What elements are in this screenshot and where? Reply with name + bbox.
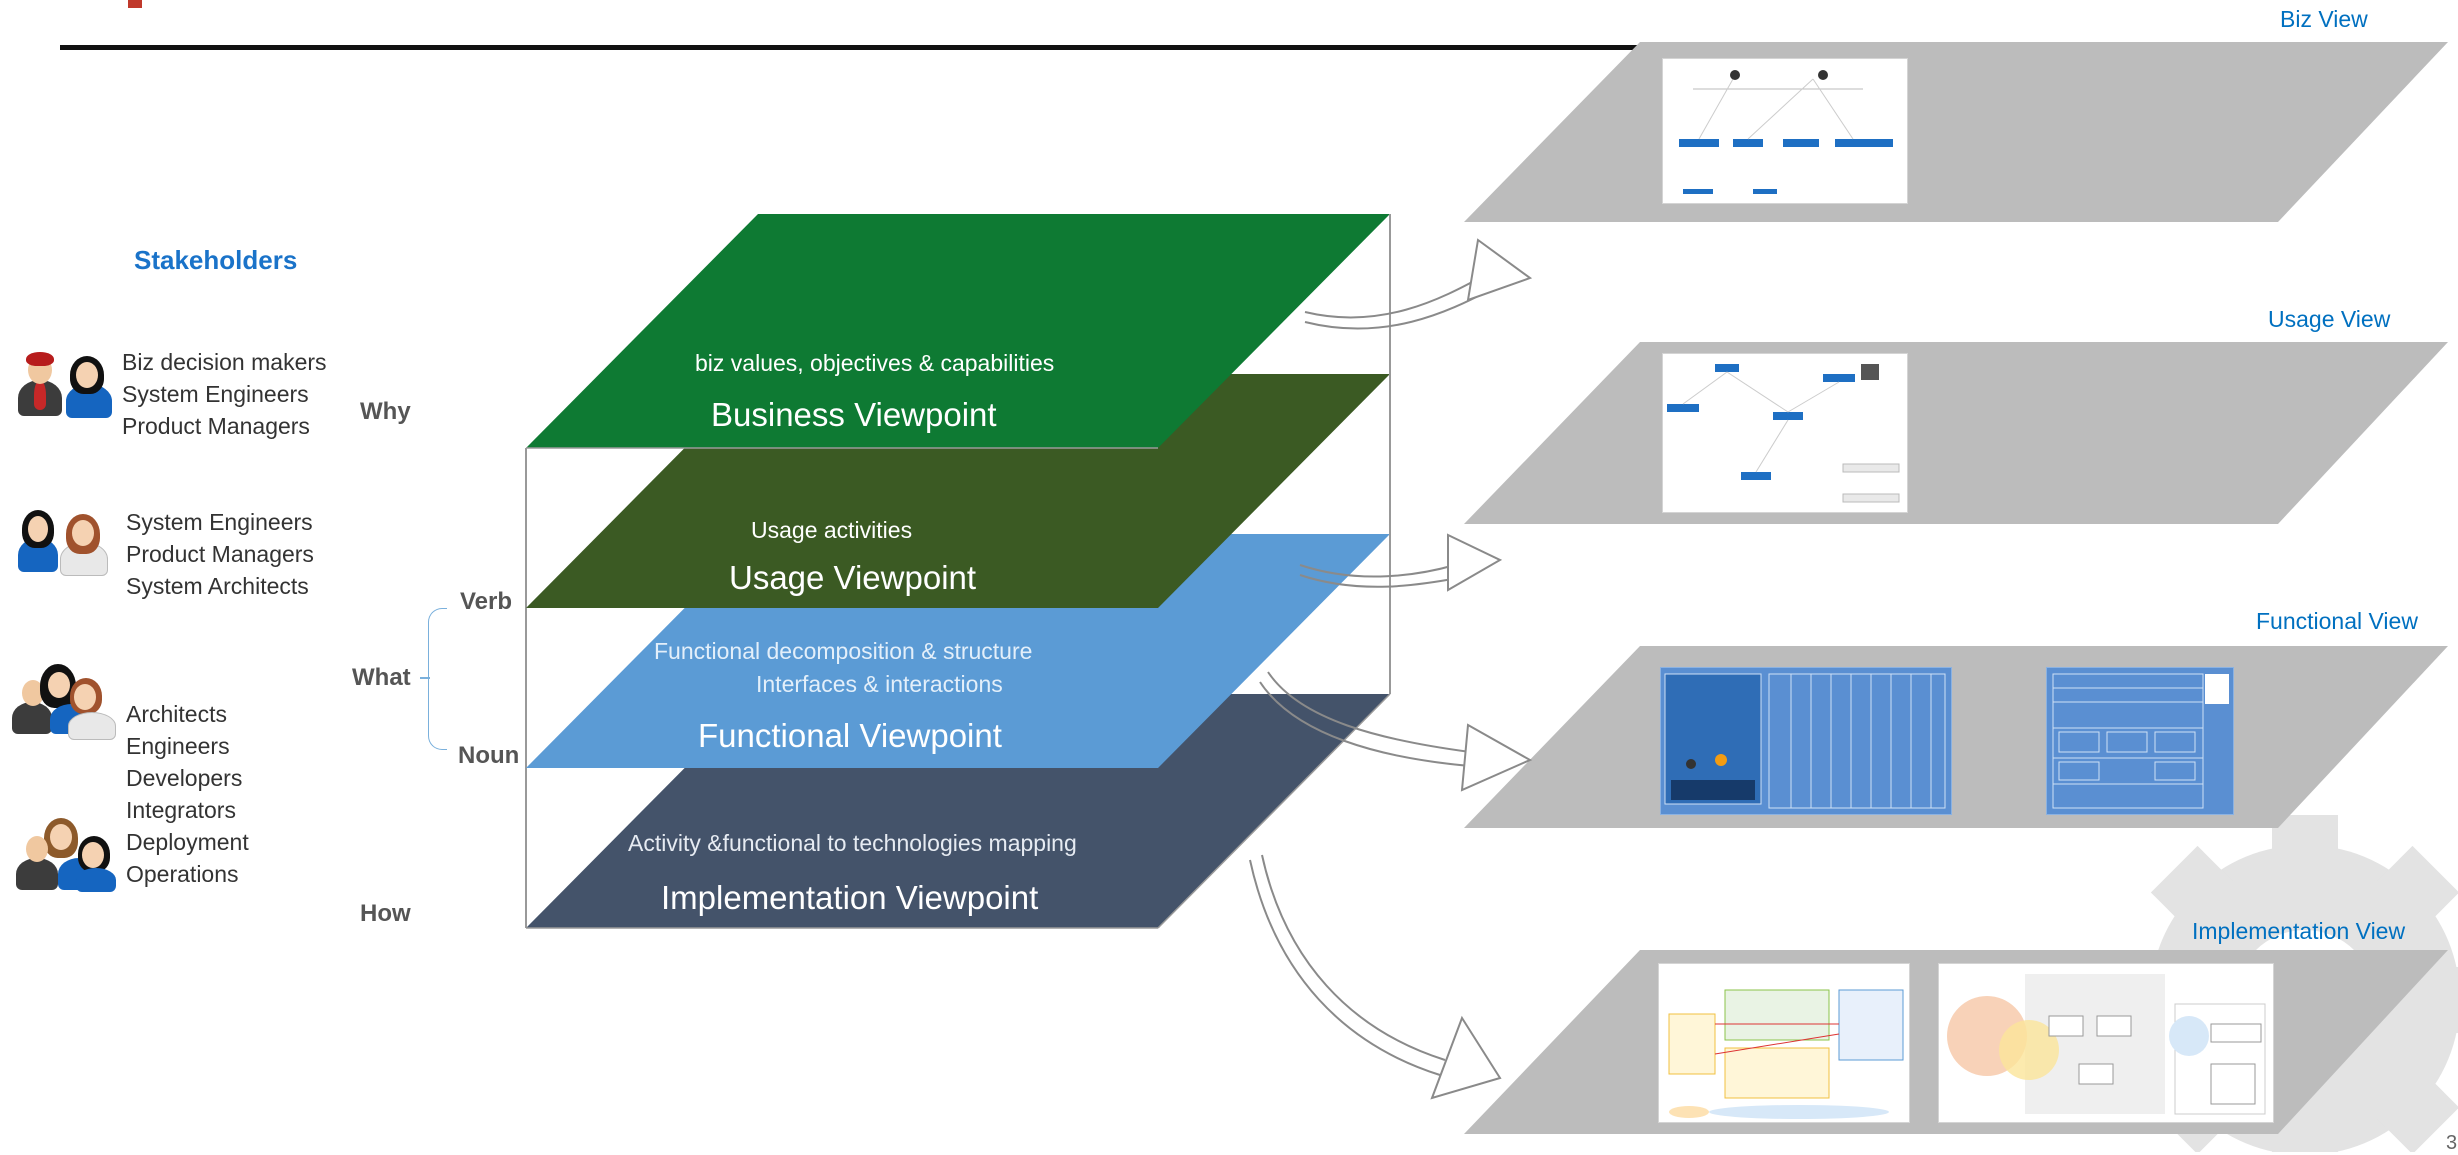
usage-view-plane bbox=[1464, 342, 2448, 524]
stakeholder-role: Operations bbox=[126, 861, 239, 887]
stakeholder-role: Developers bbox=[126, 765, 243, 791]
business-layer bbox=[526, 214, 1390, 448]
stakeholder-role: Architects bbox=[126, 701, 227, 727]
arrow-implementation-to-implementation-view bbox=[1249, 854, 1502, 1100]
developer-people-icon bbox=[12, 660, 116, 740]
stakeholder-group-2: System Engineers Product Managers System… bbox=[126, 506, 314, 602]
what-brace bbox=[428, 608, 447, 750]
stakeholder-role: Deployment bbox=[126, 829, 249, 855]
stakeholder-role: Engineers bbox=[126, 733, 230, 759]
functional-view-label: Functional View bbox=[2256, 608, 2418, 634]
implementation-view-thumbnail-b bbox=[1938, 963, 2274, 1123]
usage-view-thumbnail bbox=[1662, 353, 1908, 513]
arrow-business-to-biz-view bbox=[1304, 238, 1533, 330]
usage-layer-subtitle: Usage activities bbox=[751, 517, 913, 543]
stakeholder-role: Product Managers bbox=[126, 541, 314, 567]
functional-layer-subtitle-1: Functional decomposition & structure bbox=[654, 638, 1033, 664]
business-people-icon bbox=[14, 350, 118, 420]
usage-view-label: Usage View bbox=[2268, 306, 2391, 332]
biz-view-plane bbox=[1464, 42, 2448, 222]
functional-layer-title: Functional Viewpoint bbox=[698, 717, 1002, 754]
arrow-functional-to-functional-view bbox=[1259, 671, 1533, 792]
title-divider bbox=[60, 45, 1660, 50]
what-brace-tick bbox=[420, 677, 430, 679]
business-layer-subtitle: biz values, objectives & capabilities bbox=[695, 350, 1055, 376]
how-label: How bbox=[360, 900, 411, 927]
stakeholder-role: Integrators bbox=[126, 797, 236, 823]
stakeholder-role: System Engineers bbox=[122, 381, 309, 407]
implementation-view-thumbnail-a bbox=[1658, 963, 1910, 1123]
noun-label: Noun bbox=[458, 742, 520, 769]
business-layer-title: Business Viewpoint bbox=[711, 396, 997, 433]
stakeholder-role: System Engineers bbox=[126, 509, 313, 535]
operations-people-icon bbox=[14, 814, 118, 894]
biz-view-label: Biz View bbox=[2280, 6, 2368, 32]
biz-view-thumbnail bbox=[1662, 58, 1908, 204]
why-label: Why bbox=[360, 398, 411, 425]
implementation-view-label: Implementation View bbox=[2192, 918, 2406, 944]
functional-view-thumbnail-b bbox=[2046, 667, 2234, 815]
stakeholder-group-3: Architects Engineers Developers Integrat… bbox=[126, 698, 249, 890]
functional-layer-subtitle-2: Interfaces & interactions bbox=[756, 671, 1003, 697]
stakeholder-role: Product Managers bbox=[122, 413, 310, 439]
stakeholder-group-1: Biz decision makers System Engineers Pro… bbox=[122, 346, 327, 442]
engineering-people-icon bbox=[16, 506, 116, 576]
stakeholders-title: Stakeholders bbox=[134, 245, 298, 275]
arrow-usage-to-usage-view bbox=[1299, 533, 1503, 592]
functional-view-plane bbox=[1464, 646, 2448, 828]
verb-label: Verb bbox=[460, 588, 513, 615]
usage-layer-title: Usage Viewpoint bbox=[729, 559, 977, 596]
what-label: What bbox=[352, 664, 411, 691]
stakeholder-role: System Architects bbox=[126, 573, 309, 599]
implementation-layer-title: Implementation Viewpoint bbox=[661, 879, 1039, 916]
page-number: 3 bbox=[2446, 1132, 2458, 1154]
stakeholder-role: Biz decision makers bbox=[122, 349, 327, 375]
implementation-layer-subtitle: Activity &functional to technologies map… bbox=[628, 830, 1077, 856]
functional-view-thumbnail-a bbox=[1660, 667, 1952, 815]
viewpoint-stack bbox=[525, 214, 1391, 929]
logo-mark bbox=[128, 0, 142, 8]
